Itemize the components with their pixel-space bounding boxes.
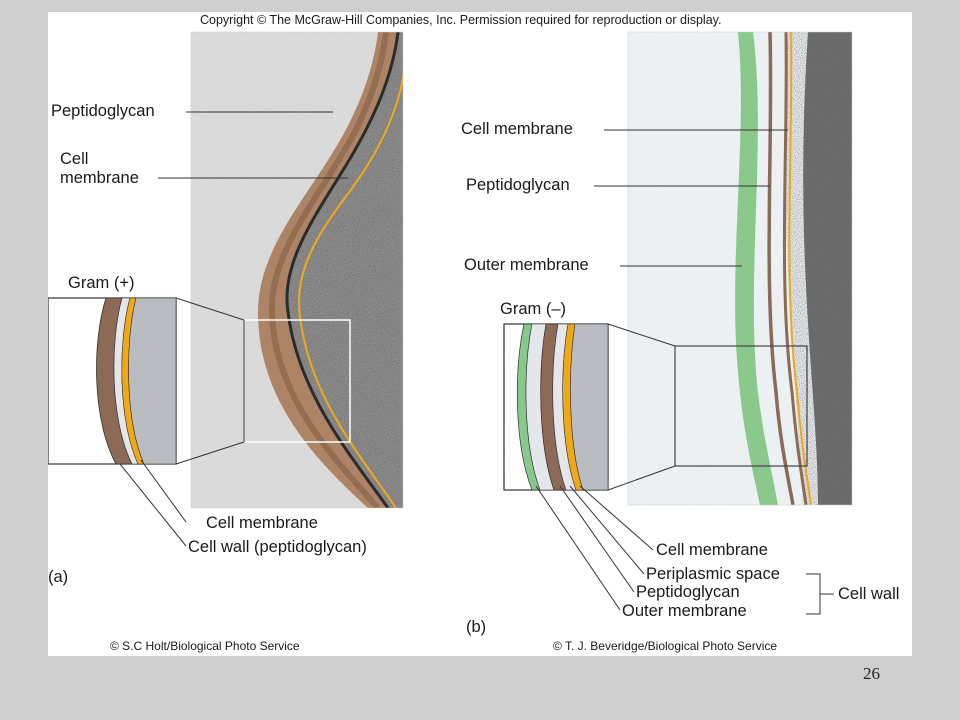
label-b-periplasmic: Periplasmic space xyxy=(646,565,780,583)
label-gram-positive: Gram (+) xyxy=(68,274,135,292)
label-b-bottom-outer-membrane: Outer membrane xyxy=(622,602,747,620)
panel-a-leaders xyxy=(119,111,348,547)
slide-number: 26 xyxy=(863,664,880,683)
label-a-peptidoglycan: Peptidoglycan xyxy=(51,102,155,120)
panel-b-leaders xyxy=(535,129,834,615)
gram-positive-schematic xyxy=(48,297,245,465)
micrograph-gram-negative xyxy=(628,32,852,505)
figure-panel: Copyright © The McGraw-Hill Companies, I… xyxy=(48,12,912,656)
label-b-cell-wall: Cell wall xyxy=(838,585,900,603)
label-a-cell-line2: membrane xyxy=(60,169,139,187)
panel-b-letter: (b) xyxy=(466,618,487,636)
label-b-outer-membrane: Outer membrane xyxy=(464,256,589,274)
label-gram-negative: Gram (–) xyxy=(500,300,566,318)
label-a-cell-wall: Cell wall (peptidoglycan) xyxy=(188,538,367,556)
credit-a: © S.C Holt/Biological Photo Service xyxy=(110,639,300,653)
gram-negative-schematic xyxy=(503,323,676,491)
label-b-cell-membrane: Cell membrane xyxy=(461,120,573,138)
credit-b: © T. J. Beveridge/Biological Photo Servi… xyxy=(553,639,778,653)
label-b-peptidoglycan: Peptidoglycan xyxy=(466,176,570,194)
label-a-bottom-cell-membrane: Cell membrane xyxy=(206,514,318,532)
label-b-bottom-cell-membrane: Cell membrane xyxy=(656,541,768,559)
copyright-notice: Copyright © The McGraw-Hill Companies, I… xyxy=(200,13,722,27)
label-a-cell-line1: Cell xyxy=(60,150,89,168)
label-b-bottom-peptidoglycan: Peptidoglycan xyxy=(636,583,740,601)
zoom-box-b xyxy=(674,345,808,467)
panel-a-letter: (a) xyxy=(48,568,69,586)
micrograph-gram-positive xyxy=(191,32,403,508)
